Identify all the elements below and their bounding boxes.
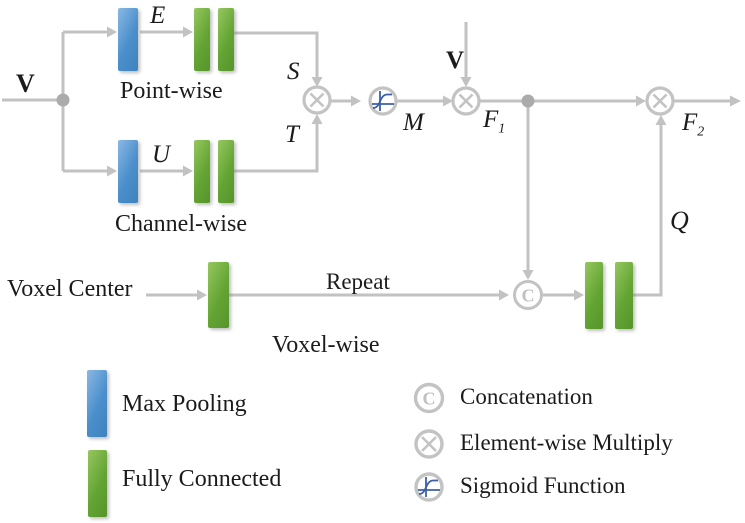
fully-connected-bar-output-1 bbox=[585, 262, 603, 329]
junction-dot-input bbox=[56, 93, 70, 107]
signal-f1-label: F1 bbox=[483, 106, 506, 137]
sigmoid-icon bbox=[368, 86, 398, 116]
edge-e-label: E bbox=[150, 2, 166, 29]
input-v-label: V bbox=[16, 69, 35, 98]
legend-concat-node: C bbox=[412, 381, 446, 415]
multiply-node-v bbox=[449, 84, 483, 118]
legend-multiply-label: Element-wise Multiply bbox=[460, 430, 673, 455]
signal-m-label: M bbox=[403, 109, 424, 136]
concat-glyph: C bbox=[522, 286, 535, 306]
signal-f2-label: F2 bbox=[682, 109, 705, 140]
second-v-label: V bbox=[446, 47, 465, 74]
signal-s-label: S bbox=[287, 58, 300, 85]
signal-t-label: T bbox=[285, 121, 299, 148]
legend-concatenation-label: Concatenation bbox=[460, 384, 593, 409]
multiply-icon bbox=[645, 86, 675, 116]
multiply-icon bbox=[451, 86, 481, 116]
legend-fully-connected-label: Fully Connected bbox=[122, 466, 282, 492]
legend-sigmoid-node bbox=[412, 470, 446, 504]
legend-multiply-node bbox=[412, 427, 446, 461]
edge-u-label: U bbox=[152, 141, 171, 168]
f2-base: F bbox=[682, 109, 698, 136]
fully-connected-bar-pointwise-1 bbox=[194, 8, 210, 71]
legend-max-pooling-label: Max Pooling bbox=[122, 391, 247, 417]
f1-base: F bbox=[483, 106, 499, 133]
legend-fully-connected-bar bbox=[88, 450, 107, 517]
concat-node: C bbox=[511, 278, 545, 312]
pointwise-label: Point-wise bbox=[120, 78, 223, 104]
sigmoid-node bbox=[366, 84, 400, 118]
multiply-node-q bbox=[643, 84, 677, 118]
fully-connected-bar-pointwise-2 bbox=[218, 8, 234, 71]
legend-max-pooling-bar bbox=[87, 370, 107, 437]
f1-subscript: 1 bbox=[498, 121, 506, 137]
signal-q-label: Q bbox=[670, 206, 689, 235]
repeat-label: Repeat bbox=[326, 269, 390, 294]
arrowheads bbox=[107, 26, 741, 301]
f2-subscript: 2 bbox=[697, 124, 705, 140]
junction-dot-f1 bbox=[521, 94, 535, 108]
fully-connected-bar-channelwise-2 bbox=[218, 140, 234, 203]
voxelwise-label: Voxel-wise bbox=[272, 332, 380, 358]
fully-connected-bar-channelwise-1 bbox=[194, 140, 210, 203]
max-pooling-bar-pointwise bbox=[118, 8, 138, 71]
sigmoid-icon bbox=[414, 472, 444, 502]
multiply-icon bbox=[414, 429, 444, 459]
voxel-center-label: Voxel Center bbox=[7, 276, 133, 302]
channelwise-label: Channel-wise bbox=[115, 211, 247, 237]
fully-connected-bar-output-2 bbox=[615, 262, 633, 329]
concat-icon: C bbox=[513, 280, 543, 310]
multiply-icon bbox=[302, 85, 332, 115]
max-pooling-bar-channelwise bbox=[118, 140, 138, 203]
multiply-node-st bbox=[300, 83, 334, 117]
concat-icon: C bbox=[413, 382, 445, 414]
legend-sigmoid-label: Sigmoid Function bbox=[460, 473, 626, 498]
fully-connected-bar-voxelwise bbox=[208, 262, 229, 328]
concat-glyph: C bbox=[423, 389, 436, 409]
